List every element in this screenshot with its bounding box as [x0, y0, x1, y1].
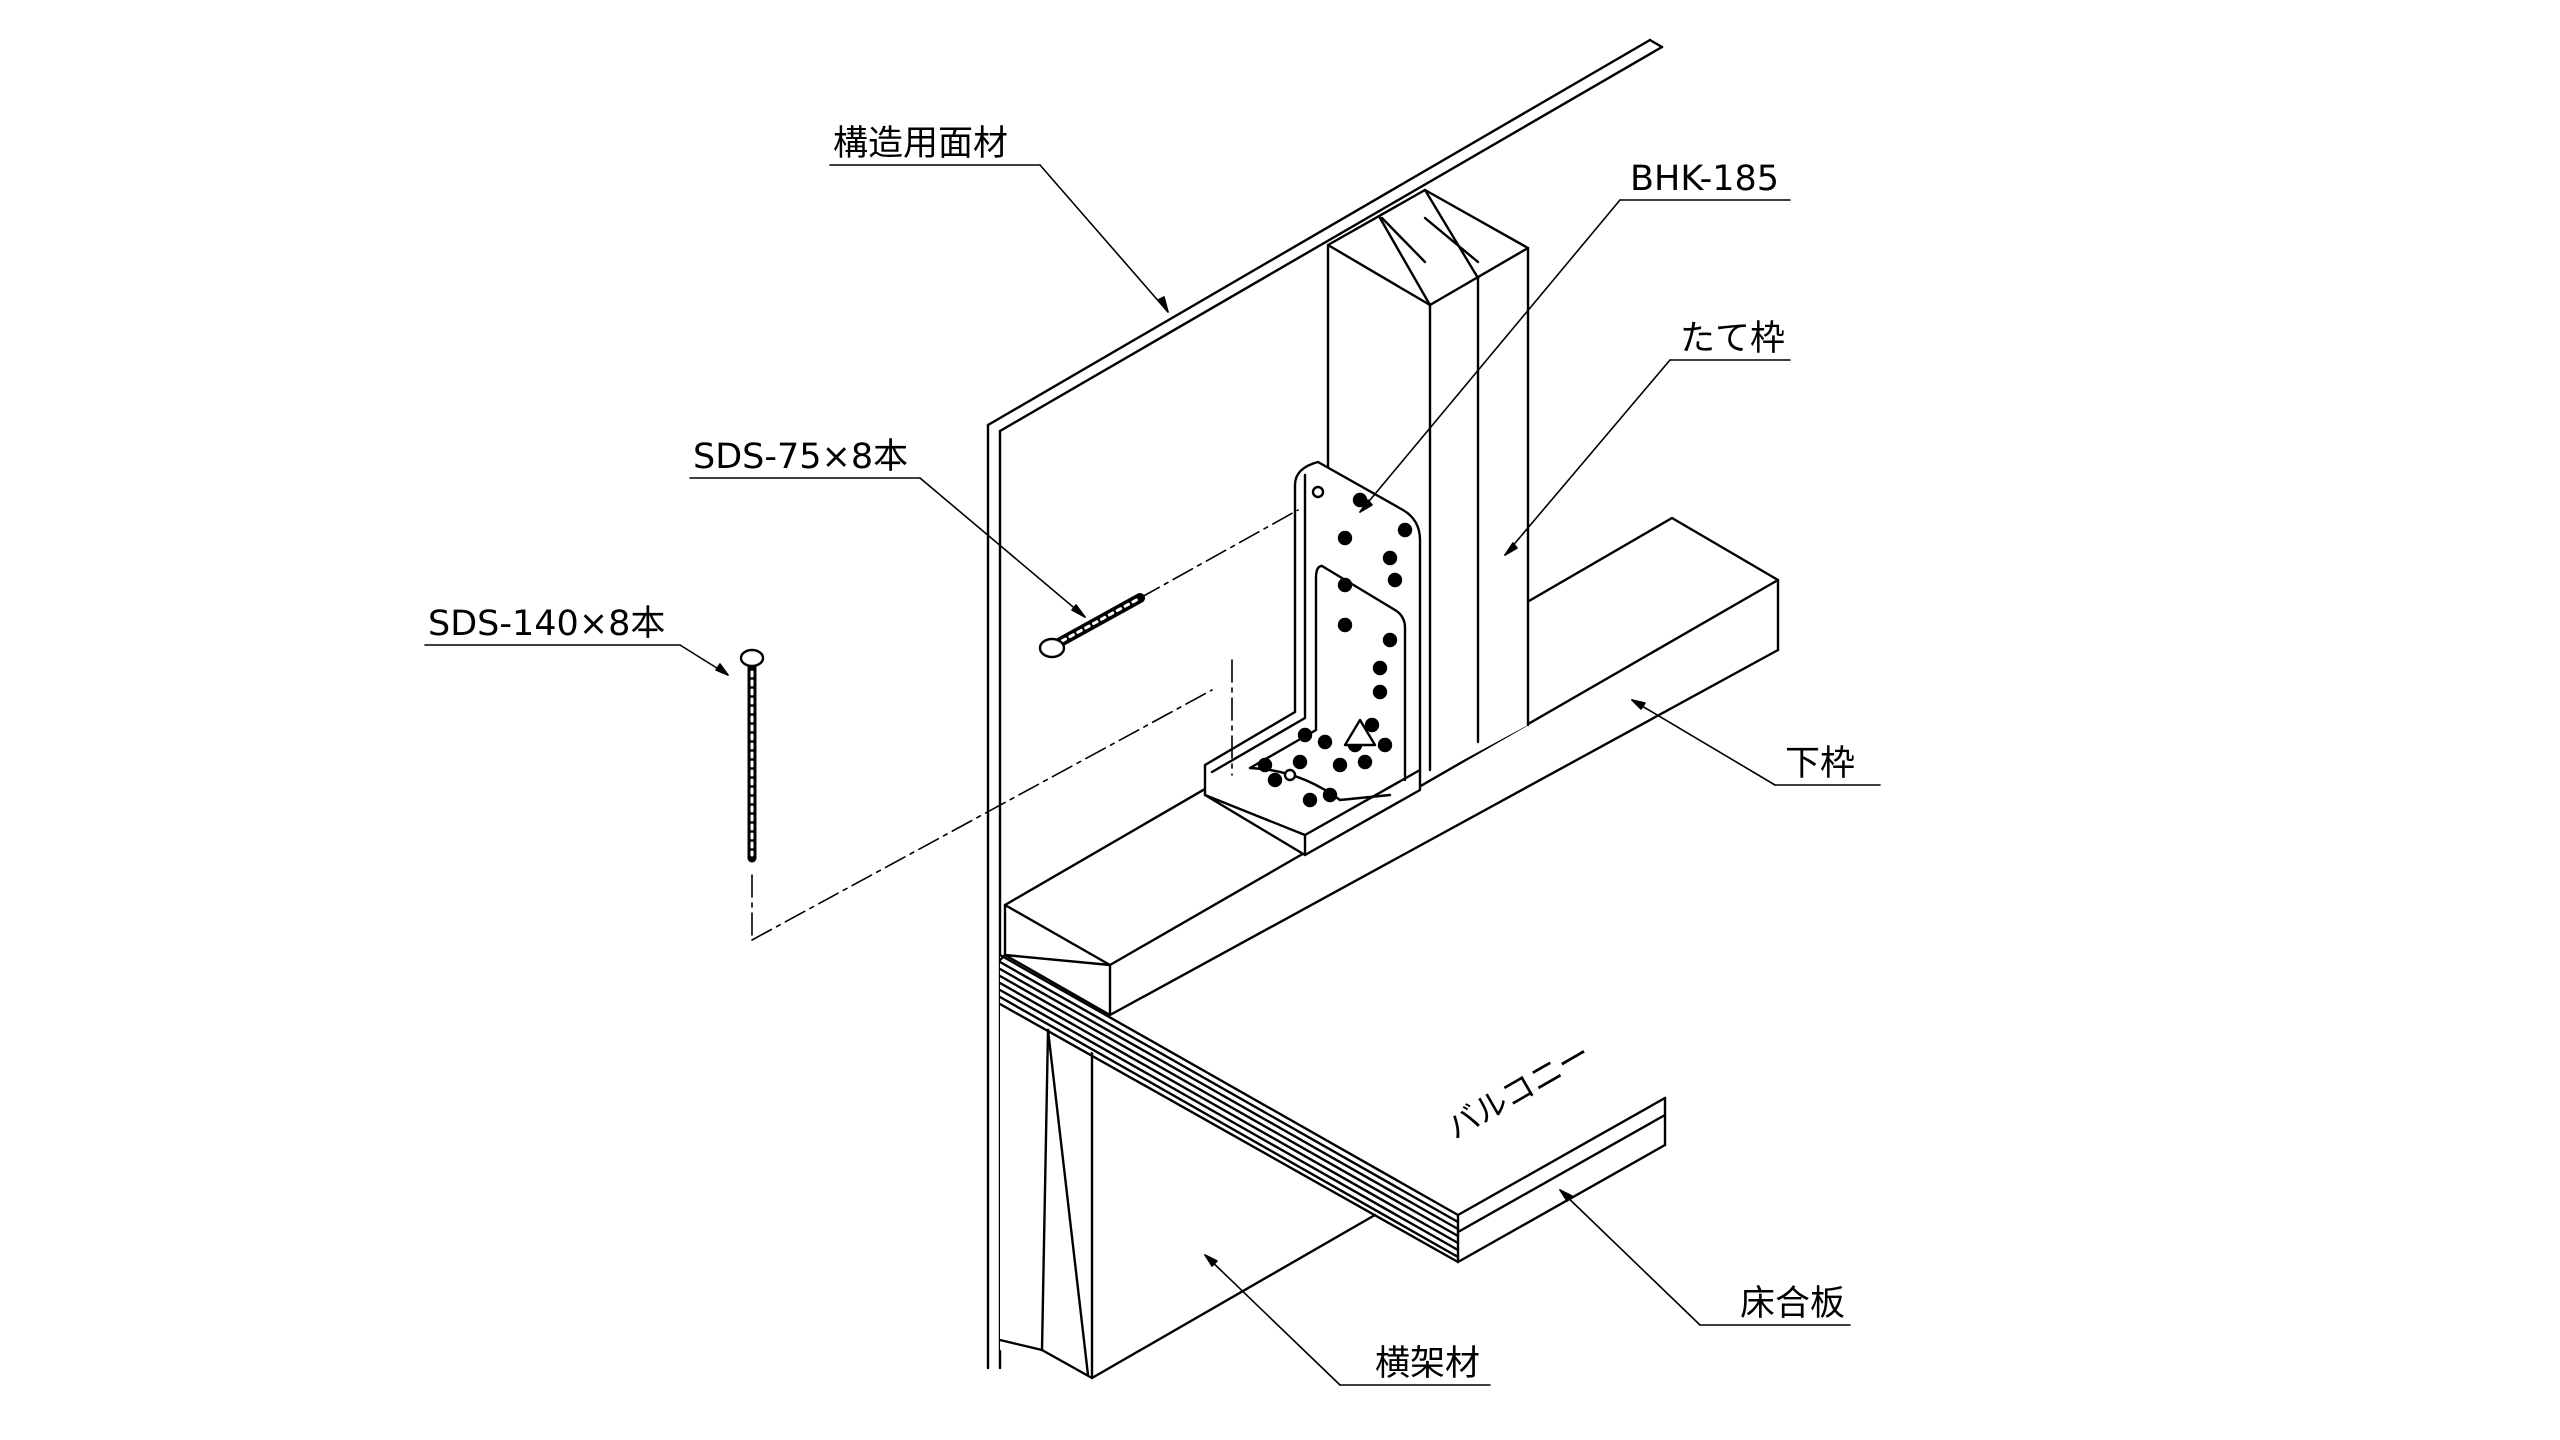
label-floor-plywood: 床合板 [1740, 1284, 1845, 1324]
label-bracket: BHK-185 [1630, 159, 1779, 199]
label-vertical-frame: たて枠 [1680, 319, 1785, 359]
label-bottom-frame: 下枠 [1785, 744, 1855, 784]
label-screw-75: SDS-75×8本 [693, 437, 908, 477]
label-structural-panel: 構造用面材 [833, 124, 1008, 164]
label-balcony: バルコニー [1440, 1034, 1597, 1147]
label-horizontal-member: 横架材 [1375, 1344, 1480, 1384]
label-screw-140: SDS-140×8本 [428, 604, 665, 644]
bhk185-bracket [1203, 460, 1422, 857]
horizontal-member [998, 1000, 1455, 1380]
center-lines [751, 509, 1299, 941]
screw-sds-75 [1038, 593, 1145, 659]
leader-lines [424, 164, 1881, 1386]
screw-sds-140 [739, 648, 765, 863]
floor-plywood [998, 953, 1667, 1264]
